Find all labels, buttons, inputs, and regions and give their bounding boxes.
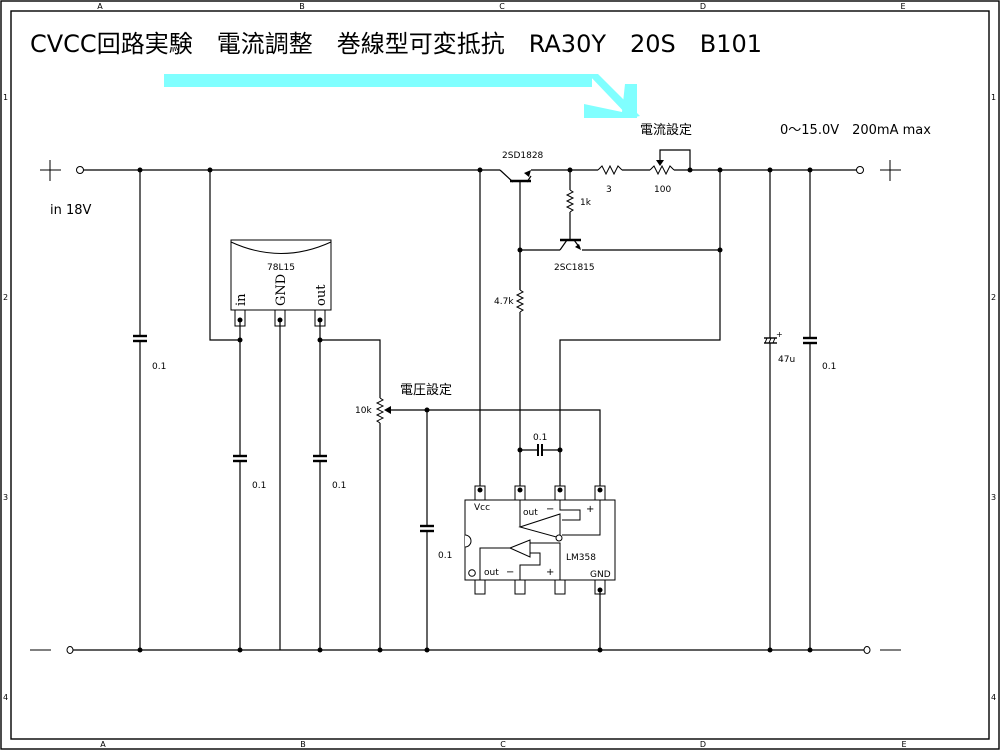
c-out-elec-hatch3 bbox=[772, 337, 776, 344]
c-vref-value: 0.1 bbox=[438, 551, 452, 561]
c-reg-out-value: 0.1 bbox=[332, 481, 346, 491]
r-sense-value: 3 bbox=[606, 185, 612, 195]
regulator-pin-out: out bbox=[314, 284, 329, 306]
c-comp-value: 0.1 bbox=[533, 433, 547, 443]
input-plus-terminal[interactable] bbox=[76, 166, 84, 174]
resistor-3ohm bbox=[597, 164, 623, 176]
grid-row-right-3: 3 bbox=[991, 493, 996, 502]
grid-col-bottom-d: D bbox=[700, 740, 706, 749]
c-out-elec-hatch1 bbox=[764, 337, 768, 344]
grid-row-left-4: 4 bbox=[3, 693, 8, 702]
grid-col-top-d: D bbox=[700, 2, 706, 11]
opamp-name: LM358 bbox=[566, 553, 596, 563]
input-minus-terminal[interactable] bbox=[66, 646, 74, 654]
c-out-value: 0.1 bbox=[822, 362, 836, 372]
c-reg-in-value: 0.1 bbox=[252, 481, 266, 491]
opamp-lower-minus-label: − bbox=[506, 567, 514, 578]
page-title: CVCC回路実験 電流調整 巻線型可変抵抗 RA30Y 20S B101 bbox=[30, 30, 762, 58]
grid-col-top-e: E bbox=[900, 2, 905, 11]
opamp-upper-out-label: out bbox=[523, 508, 538, 518]
sense-wire bbox=[559, 170, 721, 490]
regulator-name: 78L15 bbox=[267, 263, 295, 273]
grid-row-left-2: 2 bbox=[3, 293, 8, 302]
capacitor-c-in bbox=[133, 170, 147, 650]
transistor-q2 bbox=[559, 238, 581, 251]
opamp-lower-plus-label: + bbox=[546, 567, 554, 578]
grid-col-top-b: B bbox=[299, 2, 305, 11]
vpot-value: 10k bbox=[355, 406, 372, 416]
output-minus-terminal[interactable] bbox=[863, 646, 871, 654]
regulator-pin-gnd: GND bbox=[274, 274, 289, 306]
input-plus-icon bbox=[40, 160, 61, 181]
ipot-wiper-arrow-icon bbox=[656, 160, 664, 166]
voltage-pot[interactable] bbox=[375, 397, 385, 424]
opamp-upper-minus-label: − bbox=[546, 504, 554, 515]
reg-in-wire bbox=[209, 170, 240, 341]
c-out-elec-value: 47u bbox=[778, 355, 795, 365]
opamp-upper-plus-label: + bbox=[586, 504, 594, 515]
r-base2-value: 1k bbox=[580, 198, 592, 208]
transistor-q1 bbox=[499, 169, 532, 290]
resistor-1k bbox=[565, 189, 575, 213]
cyan-arrow-icon bbox=[164, 74, 640, 118]
current-setting-label: 電流設定 bbox=[640, 122, 692, 138]
grid-col-bottom-c: C bbox=[500, 740, 506, 749]
grid-col-bottom-a: A bbox=[100, 740, 106, 749]
regulator-pin-in: in bbox=[234, 293, 249, 306]
r-pullup-value: 4.7k bbox=[494, 297, 514, 307]
c-out-elec-polarity: + bbox=[776, 330, 783, 339]
output-plus-terminal[interactable] bbox=[856, 166, 864, 174]
current-pot[interactable] bbox=[649, 164, 675, 176]
grid-row-left-1: 1 bbox=[3, 93, 8, 102]
vpot-top-wire bbox=[320, 339, 381, 398]
r-ipot-value: 100 bbox=[654, 185, 671, 195]
q2-label: 2SC1815 bbox=[554, 263, 595, 273]
grid-col-bottom-e: E bbox=[901, 740, 906, 749]
ipot-wiper-wire bbox=[659, 149, 691, 170]
grid-row-right-2: 2 bbox=[991, 293, 996, 302]
voltage-setting-label: 電圧設定 bbox=[400, 382, 452, 398]
c-out-elec-hatch2 bbox=[768, 337, 772, 344]
inner-frame bbox=[10, 10, 990, 740]
vref-wire bbox=[390, 409, 601, 490]
grid-col-bottom-b: B bbox=[300, 740, 306, 749]
output-spec-label: 0〜15.0V 200mA max bbox=[780, 123, 931, 138]
grid-labels: A B C D E A B C D E 1 2 3 4 1 2 3 4 bbox=[3, 2, 996, 749]
grid-row-left-3: 3 bbox=[3, 493, 8, 502]
input-voltage-label: in 18V bbox=[50, 203, 92, 218]
opamp-lm358 bbox=[464, 485, 616, 595]
grid-col-top-a: A bbox=[97, 2, 103, 11]
grid-col-top-c: C bbox=[499, 2, 505, 11]
opamp-vcc-label: Vcc bbox=[474, 503, 490, 513]
q1-label: 2SD1828 bbox=[502, 151, 544, 161]
junction-dots bbox=[137, 167, 813, 653]
vpot-wiper-arrow-icon bbox=[384, 406, 391, 414]
resistor-4-7k bbox=[515, 289, 525, 313]
grid-row-right-1: 1 bbox=[991, 93, 996, 102]
output-plus-icon bbox=[880, 160, 901, 181]
c-in-value: 0.1 bbox=[152, 362, 166, 372]
grid-row-right-4: 4 bbox=[991, 693, 996, 702]
opamp-lower-out-label: out bbox=[484, 568, 499, 578]
opamp-gnd-label: GND bbox=[590, 570, 611, 580]
